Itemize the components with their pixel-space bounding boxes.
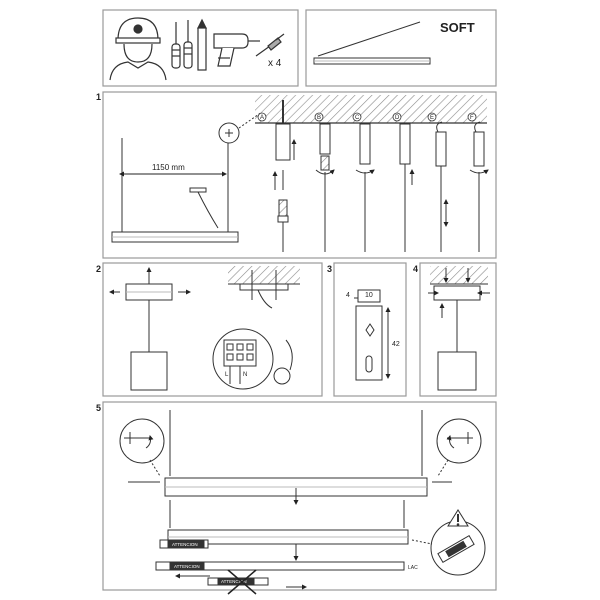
bracket-dimension-icon bbox=[354, 289, 391, 381]
step-4-number: 4 bbox=[413, 264, 418, 274]
detail-letter-f: F bbox=[470, 115, 474, 121]
luminaire-bar-lower bbox=[167, 529, 409, 561]
step-2-number: 2 bbox=[96, 264, 101, 274]
end-label: LAC bbox=[408, 565, 418, 571]
mounting-detail-d-icon bbox=[399, 123, 415, 252]
detail-letter-e: E bbox=[430, 115, 434, 121]
screwdriver-icon bbox=[171, 22, 181, 69]
product-panel-border bbox=[305, 9, 497, 87]
ceiling-hatch bbox=[228, 266, 300, 284]
dimension-label: 1150 mm bbox=[152, 163, 185, 172]
step-5-border bbox=[102, 401, 497, 591]
screw-and-plug-icon bbox=[255, 33, 285, 57]
diffuser-tube-upper bbox=[159, 539, 209, 549]
step-3-number: 3 bbox=[327, 264, 332, 274]
screwdriver-icon bbox=[183, 20, 193, 69]
step-3-panel: 3 4 10 42 bbox=[327, 262, 407, 397]
detail-letter-a: A bbox=[260, 115, 264, 121]
detail-letter-c: C bbox=[355, 115, 360, 121]
tools-panel: x 4 bbox=[102, 9, 299, 87]
step-1-panel: 1 1150 mm A B C bbox=[96, 91, 497, 259]
drill-icon bbox=[213, 33, 260, 67]
mounting-detail-a-icon bbox=[272, 100, 297, 252]
luminaire-bar-upper bbox=[128, 477, 452, 505]
warning-label-lower: ATTENCION bbox=[221, 579, 247, 584]
step-4-border bbox=[419, 262, 497, 397]
step-4-panel: 4 bbox=[413, 262, 497, 397]
bracket-detail-icon bbox=[228, 270, 300, 309]
clamp-detail-right-icon bbox=[436, 418, 482, 477]
canopy-fix-icon bbox=[428, 268, 490, 391]
terminal-label-l: L bbox=[225, 372, 229, 378]
dim-small-a-label: 4 bbox=[346, 292, 350, 299]
step-1-border bbox=[102, 91, 497, 259]
brand-label: SOFT bbox=[440, 20, 475, 35]
mounting-detail-c-icon bbox=[355, 123, 375, 252]
ceiling-hatch bbox=[255, 95, 487, 123]
product-panel: SOFT bbox=[305, 9, 497, 87]
screw-count-label: x 4 bbox=[268, 58, 282, 69]
step-5-panel: 5 bbox=[96, 401, 497, 595]
wrong-way-cross-icon bbox=[227, 569, 257, 595]
step-2-border bbox=[102, 262, 323, 397]
step-1-number: 1 bbox=[96, 92, 101, 102]
pencil-icon bbox=[197, 18, 207, 71]
mounting-detail-b-icon bbox=[315, 123, 335, 252]
terminal-block-detail-icon bbox=[212, 328, 293, 390]
detail-letter-b: B bbox=[317, 115, 321, 121]
clamp-detail-left-icon bbox=[119, 418, 165, 477]
detail-letter-d: D bbox=[395, 115, 400, 121]
suspension-cables bbox=[169, 410, 423, 528]
warning-label-middle: ATTENCION bbox=[174, 564, 200, 569]
mounting-detail-e-icon bbox=[435, 121, 449, 252]
lamp-overview-icon bbox=[111, 138, 239, 243]
canopy-icon bbox=[109, 267, 191, 391]
step-3-border bbox=[333, 262, 407, 397]
dim-height-label: 42 bbox=[392, 341, 400, 348]
step-2-panel: 2 bbox=[96, 262, 323, 397]
detail-letters: A B C D E F bbox=[257, 112, 477, 122]
ceiling-hatch bbox=[430, 266, 488, 284]
diffuser-tube-middle bbox=[155, 561, 405, 571]
magnifier-callout-icon bbox=[218, 111, 263, 144]
mounting-detail-f-icon bbox=[469, 121, 489, 252]
terminal-label-n: N bbox=[243, 372, 247, 378]
tools-panel-border bbox=[102, 9, 299, 87]
step-5-number: 5 bbox=[96, 403, 101, 413]
caution-detail-icon bbox=[411, 509, 486, 576]
warning-label-upper: ATTENCION bbox=[172, 542, 198, 547]
dim-small-b-label: 10 bbox=[365, 292, 373, 299]
electrician-icon bbox=[109, 17, 167, 81]
lamp-thumbnail-icon bbox=[313, 21, 431, 65]
